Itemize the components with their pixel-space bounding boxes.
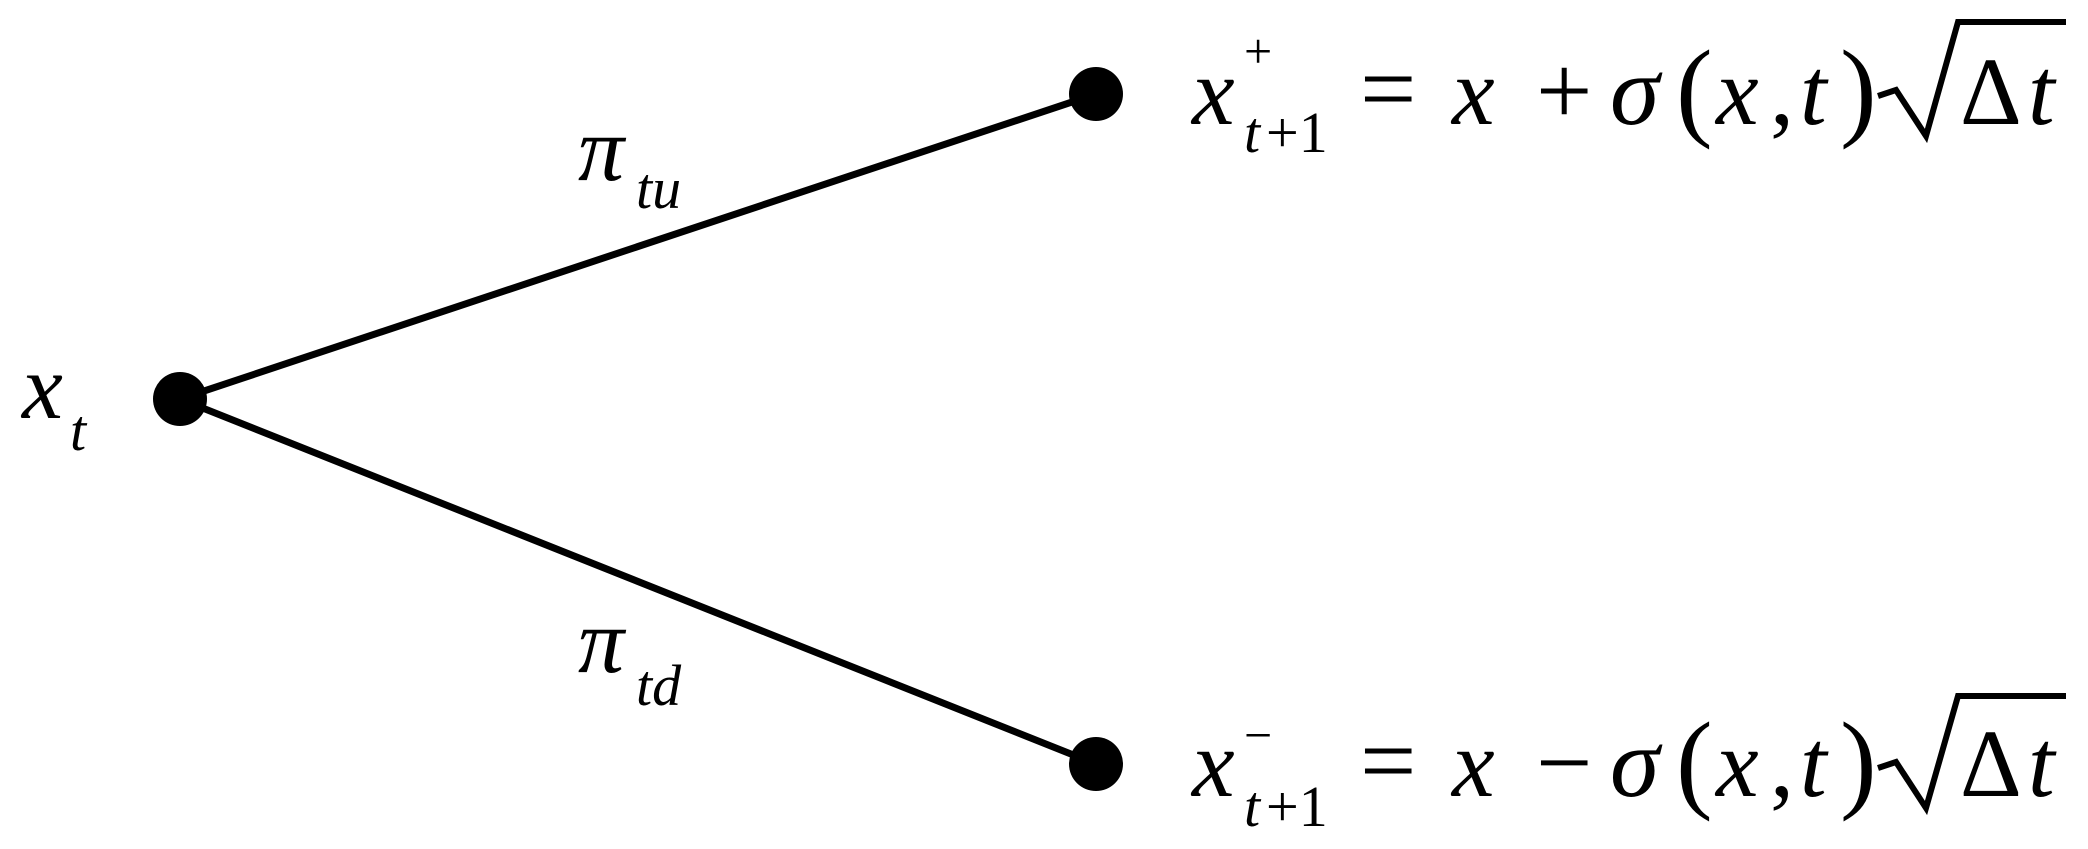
edge-up-prob-base: π <box>578 98 627 200</box>
edge-up-prob-sub: tu <box>636 156 681 221</box>
edge-down-prob-label: π td <box>578 590 682 718</box>
down-eq-comma: , <box>1770 710 1794 817</box>
down-eq-sqrt-sign <box>1877 693 2066 816</box>
down-eq-x-base: x <box>1190 710 1235 817</box>
down-eq-superscript: − <box>1244 707 1272 763</box>
up-eq-comma: , <box>1770 38 1794 145</box>
up-eq-sub-t: t <box>1244 100 1262 165</box>
up-eq-sub-rest: +1 <box>1266 100 1328 165</box>
down-eq-arg-x: x <box>1714 710 1759 817</box>
up-eq-x-base: x <box>1190 38 1235 145</box>
edge-up <box>176 90 1100 403</box>
down-eq-equals: = <box>1360 705 1416 816</box>
up-eq-arg-x: x <box>1714 38 1759 145</box>
down-eq-dt: t <box>2028 710 2057 817</box>
up-eq-equals: = <box>1360 33 1416 144</box>
up-eq-arg-t: t <box>1800 38 1829 145</box>
down-eq-lparen: ( <box>1676 700 1713 822</box>
up-eq-sigma: σ <box>1610 35 1663 146</box>
root-label-sub: t <box>70 398 88 463</box>
down-node <box>1069 737 1123 791</box>
up-eq-superscript: + <box>1244 23 1272 79</box>
root-label: x t <box>20 336 88 463</box>
down-node-equation: x − t +1 = x − σ ( x , t ) Δ t <box>1190 693 2066 839</box>
root-label-base: x <box>20 336 63 438</box>
up-eq-delta: Δ <box>1960 38 2022 145</box>
down-eq-sigma: σ <box>1610 707 1663 818</box>
down-eq-sub-rest: +1 <box>1266 774 1328 839</box>
edge-down-prob-sub: td <box>636 653 682 718</box>
up-node-equation: x + t +1 = x + σ ( x , t ) Δ t <box>1190 19 2066 165</box>
root-node <box>153 372 207 426</box>
edge-down <box>176 395 1100 768</box>
up-node <box>1069 67 1123 121</box>
up-eq-rparen: ) <box>1840 28 1877 150</box>
up-eq-sqrt-sign <box>1877 19 2066 144</box>
down-eq-x: x <box>1450 710 1495 817</box>
down-eq-sub-t: t <box>1244 774 1262 839</box>
up-eq-dt: t <box>2028 38 2057 145</box>
up-eq-x: x <box>1450 38 1495 145</box>
down-eq-rparen: ) <box>1840 700 1877 822</box>
edge-down-prob-base: π <box>578 590 627 692</box>
down-eq-arg-t: t <box>1800 710 1829 817</box>
up-eq-lparen: ( <box>1676 28 1713 150</box>
down-eq-minus: − <box>1536 707 1592 818</box>
down-eq-delta: Δ <box>1960 710 2022 817</box>
up-eq-plus: + <box>1536 35 1592 146</box>
edge-up-prob-label: π tu <box>578 98 681 221</box>
